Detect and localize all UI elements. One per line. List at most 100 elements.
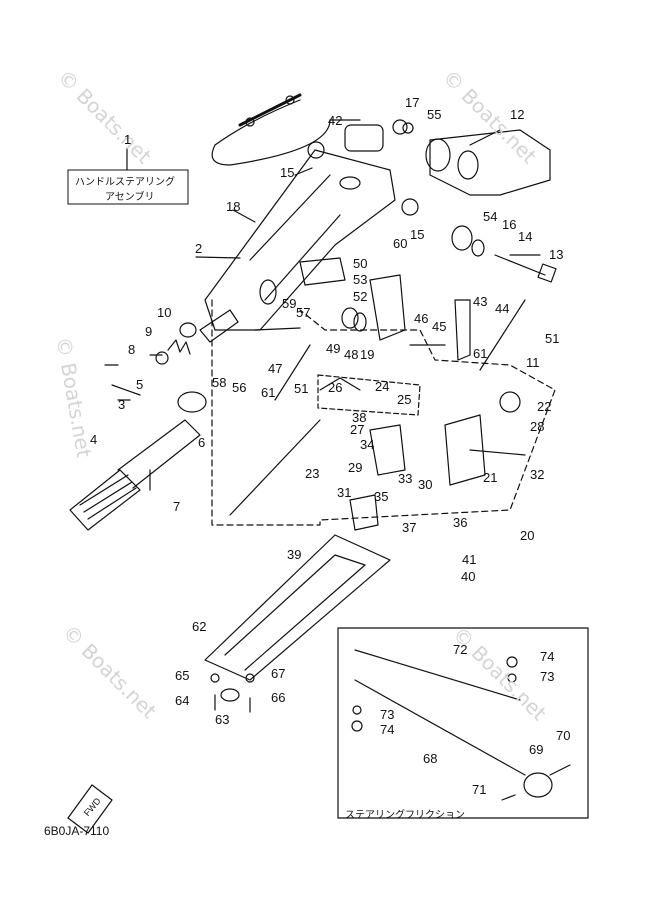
cable-fitting bbox=[285, 95, 295, 105]
callout-60: 60 bbox=[393, 236, 408, 251]
callout-65: 65 bbox=[175, 668, 190, 683]
callout-63: 63 bbox=[215, 712, 230, 727]
nut-73b bbox=[352, 705, 362, 715]
assembly-outline-20 bbox=[211, 299, 556, 526]
arm-hole bbox=[259, 279, 277, 305]
callout-69: 69 bbox=[529, 742, 544, 757]
screw-71 bbox=[501, 794, 516, 801]
callout-54: 54 bbox=[483, 209, 498, 224]
roller-22 bbox=[499, 391, 521, 413]
callout-6: 6 bbox=[198, 435, 206, 450]
bushing-54 bbox=[451, 225, 473, 251]
washer-48 bbox=[341, 307, 359, 329]
callout-12: 12 bbox=[510, 107, 525, 122]
callout-27: 27 bbox=[350, 422, 365, 437]
bushing-63 bbox=[220, 688, 240, 702]
callout-59: 59 bbox=[282, 296, 297, 311]
rod-11 bbox=[479, 299, 526, 371]
nut-74b bbox=[351, 720, 363, 732]
plate-21 bbox=[444, 414, 486, 486]
callout-31: 31 bbox=[337, 485, 352, 500]
washer-65 bbox=[210, 673, 220, 683]
rod-68 bbox=[354, 679, 526, 776]
callout-10: 10 bbox=[157, 305, 172, 320]
bracket-hole bbox=[457, 150, 479, 180]
callout-49: 49 bbox=[326, 341, 341, 356]
title-box bbox=[67, 169, 189, 205]
washer-14 bbox=[471, 239, 485, 257]
callout-58: 58 bbox=[212, 375, 227, 390]
knob-69 bbox=[523, 772, 553, 798]
callout-61-left: 61 bbox=[261, 385, 276, 400]
callout-33: 33 bbox=[398, 471, 413, 486]
callout-25: 25 bbox=[397, 392, 412, 407]
diagram-code: 6B0JA-7110 bbox=[44, 824, 110, 838]
callout-74-left: 74 bbox=[380, 722, 395, 737]
callout-45: 45 bbox=[432, 319, 447, 334]
callout-23: 23 bbox=[305, 466, 320, 481]
washer-67 bbox=[245, 673, 255, 683]
fwd-arrow-icon bbox=[67, 784, 113, 834]
callout-28: 28 bbox=[530, 419, 545, 434]
bolt-70 bbox=[549, 764, 571, 776]
callout-55: 55 bbox=[427, 107, 442, 122]
callout-57: 57 bbox=[296, 305, 311, 320]
lever-34 bbox=[369, 424, 406, 476]
nut-74a bbox=[506, 656, 518, 668]
inner-outline-25 bbox=[317, 374, 421, 416]
callout-34: 34 bbox=[360, 437, 375, 452]
callout-53: 53 bbox=[353, 272, 368, 287]
rod-23 bbox=[229, 419, 321, 516]
callout-35: 35 bbox=[374, 489, 389, 504]
callout-41: 41 bbox=[462, 552, 477, 567]
callout-3: 3 bbox=[118, 397, 126, 412]
callout-1: 1 bbox=[124, 132, 132, 147]
cable-47 bbox=[274, 344, 311, 401]
callout-52: 52 bbox=[353, 289, 368, 304]
callout-22: 22 bbox=[537, 399, 552, 414]
callout-11: 11 bbox=[526, 355, 540, 370]
ring-49 bbox=[353, 312, 367, 332]
pin-32 bbox=[469, 449, 526, 456]
steering-arm-2 bbox=[204, 149, 396, 331]
friction-box-caption: ステアリングフリクション bbox=[345, 810, 465, 821]
title-box-line2: アセンブリ bbox=[105, 192, 155, 203]
callout-67: 67 bbox=[271, 666, 286, 681]
callout-15-bottom: 15 bbox=[410, 227, 425, 242]
callout-38: 38 bbox=[352, 410, 367, 425]
callout-9: 9 bbox=[145, 324, 153, 339]
callout-43: 43 bbox=[473, 294, 488, 309]
callout-14: 14 bbox=[518, 229, 533, 244]
rod-72 bbox=[354, 649, 521, 701]
callout-48: 48 bbox=[344, 347, 359, 362]
bushing-15a bbox=[307, 141, 325, 159]
callout-4: 4 bbox=[90, 432, 98, 447]
bracket-19 bbox=[369, 274, 406, 341]
callout-56: 56 bbox=[232, 380, 247, 395]
callout-15-top: 15 bbox=[280, 165, 295, 180]
bracket-12 bbox=[429, 129, 551, 196]
plate-62 bbox=[204, 534, 391, 681]
nut-73a bbox=[507, 673, 517, 683]
washer-55 bbox=[402, 122, 414, 134]
title-box-line1: ハンドルステアリング bbox=[75, 177, 175, 188]
callout-19: 19 bbox=[360, 347, 375, 362]
callout-68: 68 bbox=[423, 751, 438, 766]
callout-16: 16 bbox=[502, 217, 517, 232]
arm-pivot-hole bbox=[339, 176, 361, 190]
callout-72: 72 bbox=[453, 642, 468, 657]
callout-7: 7 bbox=[173, 499, 181, 514]
plate-62-inner bbox=[224, 554, 366, 671]
callout-8: 8 bbox=[128, 342, 136, 357]
lever-43 bbox=[454, 299, 471, 361]
callout-42: 42 bbox=[328, 113, 343, 128]
handle-shaft-3 bbox=[117, 419, 201, 489]
bushing-15b bbox=[401, 198, 419, 216]
callout-18: 18 bbox=[226, 199, 241, 214]
callout-71: 71 bbox=[472, 782, 487, 797]
callout-17: 17 bbox=[405, 95, 420, 110]
spring-9 bbox=[167, 339, 191, 355]
steering-arm-detail bbox=[249, 174, 341, 301]
callout-13: 13 bbox=[549, 247, 564, 262]
